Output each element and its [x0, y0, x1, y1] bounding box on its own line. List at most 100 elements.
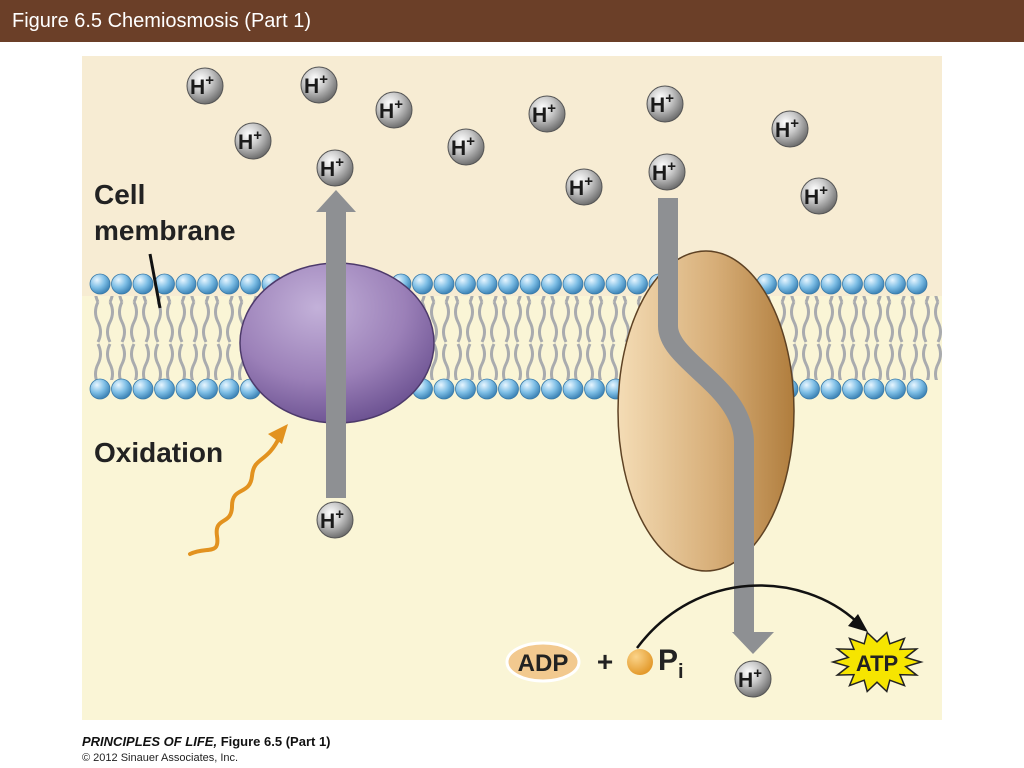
outer-region [82, 56, 942, 296]
adp-to-atp-arrowhead [848, 614, 868, 632]
oxidation-label: Oxidation [94, 437, 223, 468]
proton-sphere [646, 85, 684, 123]
lipid-head [476, 378, 498, 400]
proton-sphere [800, 177, 838, 215]
lipid-head [132, 378, 154, 400]
lipid-head [842, 273, 863, 295]
lipid-head [433, 378, 455, 400]
lipid-head [906, 273, 928, 295]
proton-icon: H+ [646, 85, 684, 123]
lipid-bilayer [89, 273, 942, 400]
lipid-head [863, 378, 885, 400]
proton-sphere [316, 501, 354, 539]
proton-sphere [186, 67, 224, 105]
proton-icon: H+ [648, 153, 686, 191]
lipid-head [799, 378, 820, 400]
proton-label: H+ [304, 71, 328, 98]
lipid-head [89, 273, 111, 295]
protons: H+ H+ H+ H+ H+ H+ H+ H+ H+ H+ H+ H+ H+ H+ [186, 66, 838, 698]
oxidation-arrowhead [268, 424, 288, 444]
atp-badge: ATP [830, 631, 924, 693]
proton-label: H+ [238, 127, 262, 154]
figure-reference: Figure 6.5 (Part 1) [217, 734, 331, 749]
proton-sphere [300, 66, 338, 104]
lipid-head [197, 273, 218, 295]
lipid-head [154, 378, 175, 400]
proton-sphere [316, 149, 354, 187]
lipid-head [627, 273, 648, 295]
proton-icon: H+ [734, 660, 772, 698]
lipid-head [111, 378, 132, 400]
lipid-head [519, 378, 541, 400]
proton-label: H+ [569, 173, 593, 200]
proton-label: H+ [738, 665, 762, 692]
lipid-head [842, 378, 863, 400]
copyright-notice: © 2012 Sinauer Associates, Inc. [82, 752, 239, 764]
lipid-head [498, 378, 519, 400]
figure-caption: PRINCIPLES OF LIFE, Figure 6.5 (Part 1) [82, 734, 331, 749]
lipid-head [584, 378, 605, 400]
proton-label: H+ [532, 100, 556, 127]
proton-icon: H+ [234, 122, 272, 160]
lipid-head [541, 378, 562, 400]
proton-sphere [528, 95, 566, 133]
lipid-head [89, 378, 111, 400]
lipid-head [519, 273, 541, 295]
proton-icon: H+ [528, 95, 566, 133]
adp-to-atp-arrow [636, 584, 858, 649]
proton-icon: H+ [800, 177, 838, 215]
lipid-head [111, 273, 132, 295]
phosphate-icon [627, 649, 653, 675]
proton-label: H+ [652, 158, 676, 185]
diagram-canvas: Cell membrane Oxidation ADP + Pi ATP H+H… [82, 56, 942, 720]
proton-icon: H+ [375, 91, 413, 129]
adp-badge: ADP [505, 641, 581, 683]
lipid-head [498, 273, 519, 295]
cell-membrane-pointer [148, 253, 162, 309]
slide-title: Figure 6.5 Chemiosmosis (Part 1) [12, 10, 311, 32]
lipid-head [455, 378, 476, 400]
lipid-head [218, 273, 240, 295]
lipid-head [175, 273, 197, 295]
lipid-head [799, 273, 820, 295]
lipid-head [197, 378, 218, 400]
title-bar: Figure 6.5 Chemiosmosis (Part 1) [0, 0, 1024, 42]
proton-sphere [734, 660, 772, 698]
proton-sphere [447, 128, 485, 166]
proton-icon: H+ [771, 110, 809, 148]
proton-icon: H+ [186, 67, 224, 105]
atp-starburst-icon [830, 631, 924, 693]
book-title: PRINCIPLES OF LIFE, [82, 734, 218, 749]
lipid-head [433, 273, 455, 295]
lipid-head [584, 273, 605, 295]
plus-sign: + [597, 646, 613, 677]
atp-synthase-proton-arrow [658, 198, 774, 654]
lipid-head [218, 378, 240, 400]
proton-label: H+ [804, 182, 828, 209]
lipid-head [885, 378, 906, 400]
proton-icon: H+ [565, 168, 603, 206]
proton-icon: H+ [447, 128, 485, 166]
chemiosmosis-diagram: Cell membrane Oxidation ADP + Pi ATP H+H… [82, 56, 942, 720]
proton-label: H+ [320, 506, 344, 533]
proton-label: H+ [775, 115, 799, 142]
lipid-head [906, 378, 928, 400]
lipid-head [175, 378, 197, 400]
oxidation-squiggle [188, 434, 282, 556]
phosphate-label: Pi [658, 644, 684, 683]
lipid-head [455, 273, 476, 295]
lipid-head [605, 273, 627, 295]
lipid-head [562, 378, 584, 400]
lipid-head [412, 273, 433, 295]
lipid-head [562, 273, 584, 295]
proton-pump-arrow [316, 190, 356, 498]
lipid-head [132, 273, 154, 295]
proton-icon: H+ [316, 149, 354, 187]
lipid-head [240, 273, 261, 295]
lipid-head [820, 378, 842, 400]
proton-sphere [234, 122, 272, 160]
lipid-head [541, 273, 562, 295]
proton-sphere [771, 110, 809, 148]
proton-sphere [648, 153, 686, 191]
lipid-head [820, 273, 842, 295]
